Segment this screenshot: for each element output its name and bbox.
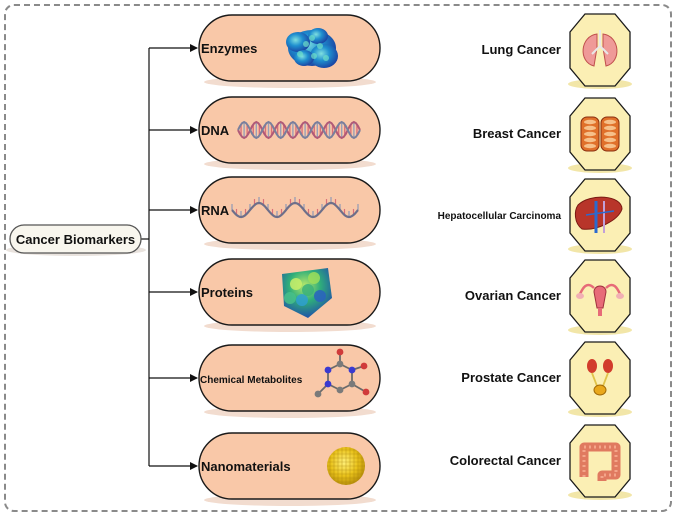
- nanoparticle-sphere-icon: [327, 447, 365, 485]
- biomarker-label: RNA: [201, 203, 230, 218]
- cancer-node: Lung Cancer: [482, 13, 632, 89]
- cancer-hexagon: [569, 97, 631, 171]
- cancer-hexagon: [569, 424, 631, 498]
- protein-structure-icon: [282, 268, 332, 318]
- cancer-hexagon: [569, 13, 631, 87]
- cancer-node: Hepatocellular Carcinoma: [438, 178, 632, 254]
- biomarker-node: DNA: [198, 96, 381, 170]
- cancer-hexagon: [569, 341, 631, 415]
- rna-strand-icon: [231, 197, 359, 219]
- biomarker-node: Proteins: [198, 258, 381, 332]
- cancer-label: Colorectal Cancer: [450, 453, 561, 468]
- cancer-node: Prostate Cancer: [461, 341, 632, 417]
- cancer-label: Breast Cancer: [473, 126, 561, 141]
- cancer-node: Colorectal Cancer: [450, 424, 632, 500]
- cancer-label: Hepatocellular Carcinoma: [438, 211, 562, 222]
- cancer-node: Breast Cancer: [473, 97, 632, 173]
- cancer-label: Ovarian Cancer: [465, 288, 561, 303]
- dna-helix-icon: [237, 120, 361, 140]
- colon-icon: [579, 442, 621, 481]
- biomarker-node: Chemical Metabolites: [198, 344, 381, 418]
- diagram-frame: [4, 4, 672, 512]
- root-node: Cancer Biomarkers: [6, 224, 146, 256]
- liver-icon: [574, 196, 623, 233]
- biomarker-node: Enzymes: [198, 14, 381, 88]
- biomarker-label: Enzymes: [201, 41, 257, 56]
- cancer-label: Lung Cancer: [482, 42, 561, 57]
- root-pill: [9, 224, 142, 254]
- cancer-node: Ovarian Cancer: [465, 259, 632, 335]
- kidney-bladder-icon: [587, 359, 613, 396]
- biomarker-pill: [198, 344, 381, 412]
- biomarker-label: Proteins: [201, 285, 253, 300]
- connector-lines: [140, 44, 198, 470]
- metabolite-molecule-icon: [314, 348, 370, 398]
- biomarker-label: Chemical Metabolites: [200, 375, 303, 386]
- biomarker-label: DNA: [201, 123, 230, 138]
- biomarker-node: RNA: [198, 176, 381, 250]
- biomarker-node: Nanomaterials: [198, 432, 381, 506]
- biomarker-pill: [198, 432, 381, 500]
- cancer-label: Prostate Cancer: [461, 370, 561, 385]
- biomarker-pill: [198, 176, 381, 244]
- enzyme-protein-icon: [286, 28, 338, 68]
- biomarker-label: Nanomaterials: [201, 459, 291, 474]
- breast-tissue-icon: [580, 116, 620, 152]
- root-label: Cancer Biomarkers: [16, 232, 135, 247]
- uterus-ovaries-icon: [576, 283, 624, 316]
- lungs-icon: [582, 30, 618, 67]
